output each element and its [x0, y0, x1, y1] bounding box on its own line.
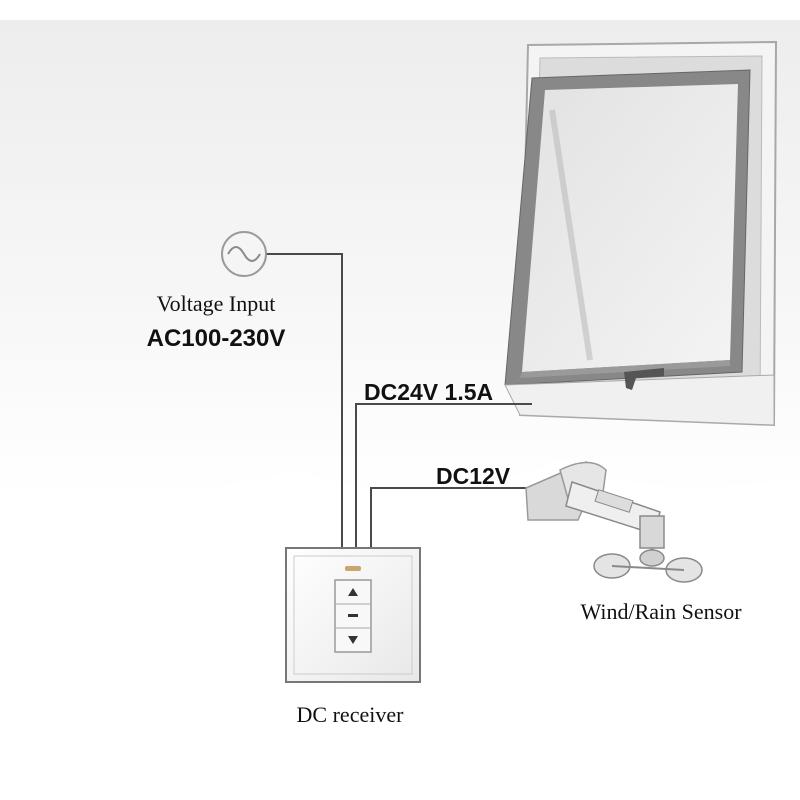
voltage-value-label: AC100-230V: [147, 325, 286, 352]
wires: [266, 253, 534, 550]
triangle-down-icon[interactable]: [348, 636, 358, 644]
window-glass: [522, 84, 738, 372]
receiver-label: DC receiver: [297, 702, 405, 727]
voltage-input-label: Voltage Input: [157, 291, 276, 316]
triangle-up-icon[interactable]: [348, 588, 358, 596]
dc24-label: DC24V 1.5A: [364, 379, 493, 405]
wire-dc24: [355, 403, 532, 550]
status-led: [345, 566, 361, 571]
wire-dc12: [370, 487, 534, 550]
awning-window: [504, 40, 778, 427]
wire-ac-input: [266, 253, 343, 550]
anemometer: [525, 461, 703, 583]
sensor-label: Wind/Rain Sensor: [580, 599, 742, 624]
window-handle: [624, 368, 664, 390]
dash-icon[interactable]: [348, 614, 358, 617]
ac-sine-icon: [221, 231, 267, 277]
dc12-label: DC12V: [436, 463, 511, 489]
dc-receiver: [285, 547, 421, 683]
